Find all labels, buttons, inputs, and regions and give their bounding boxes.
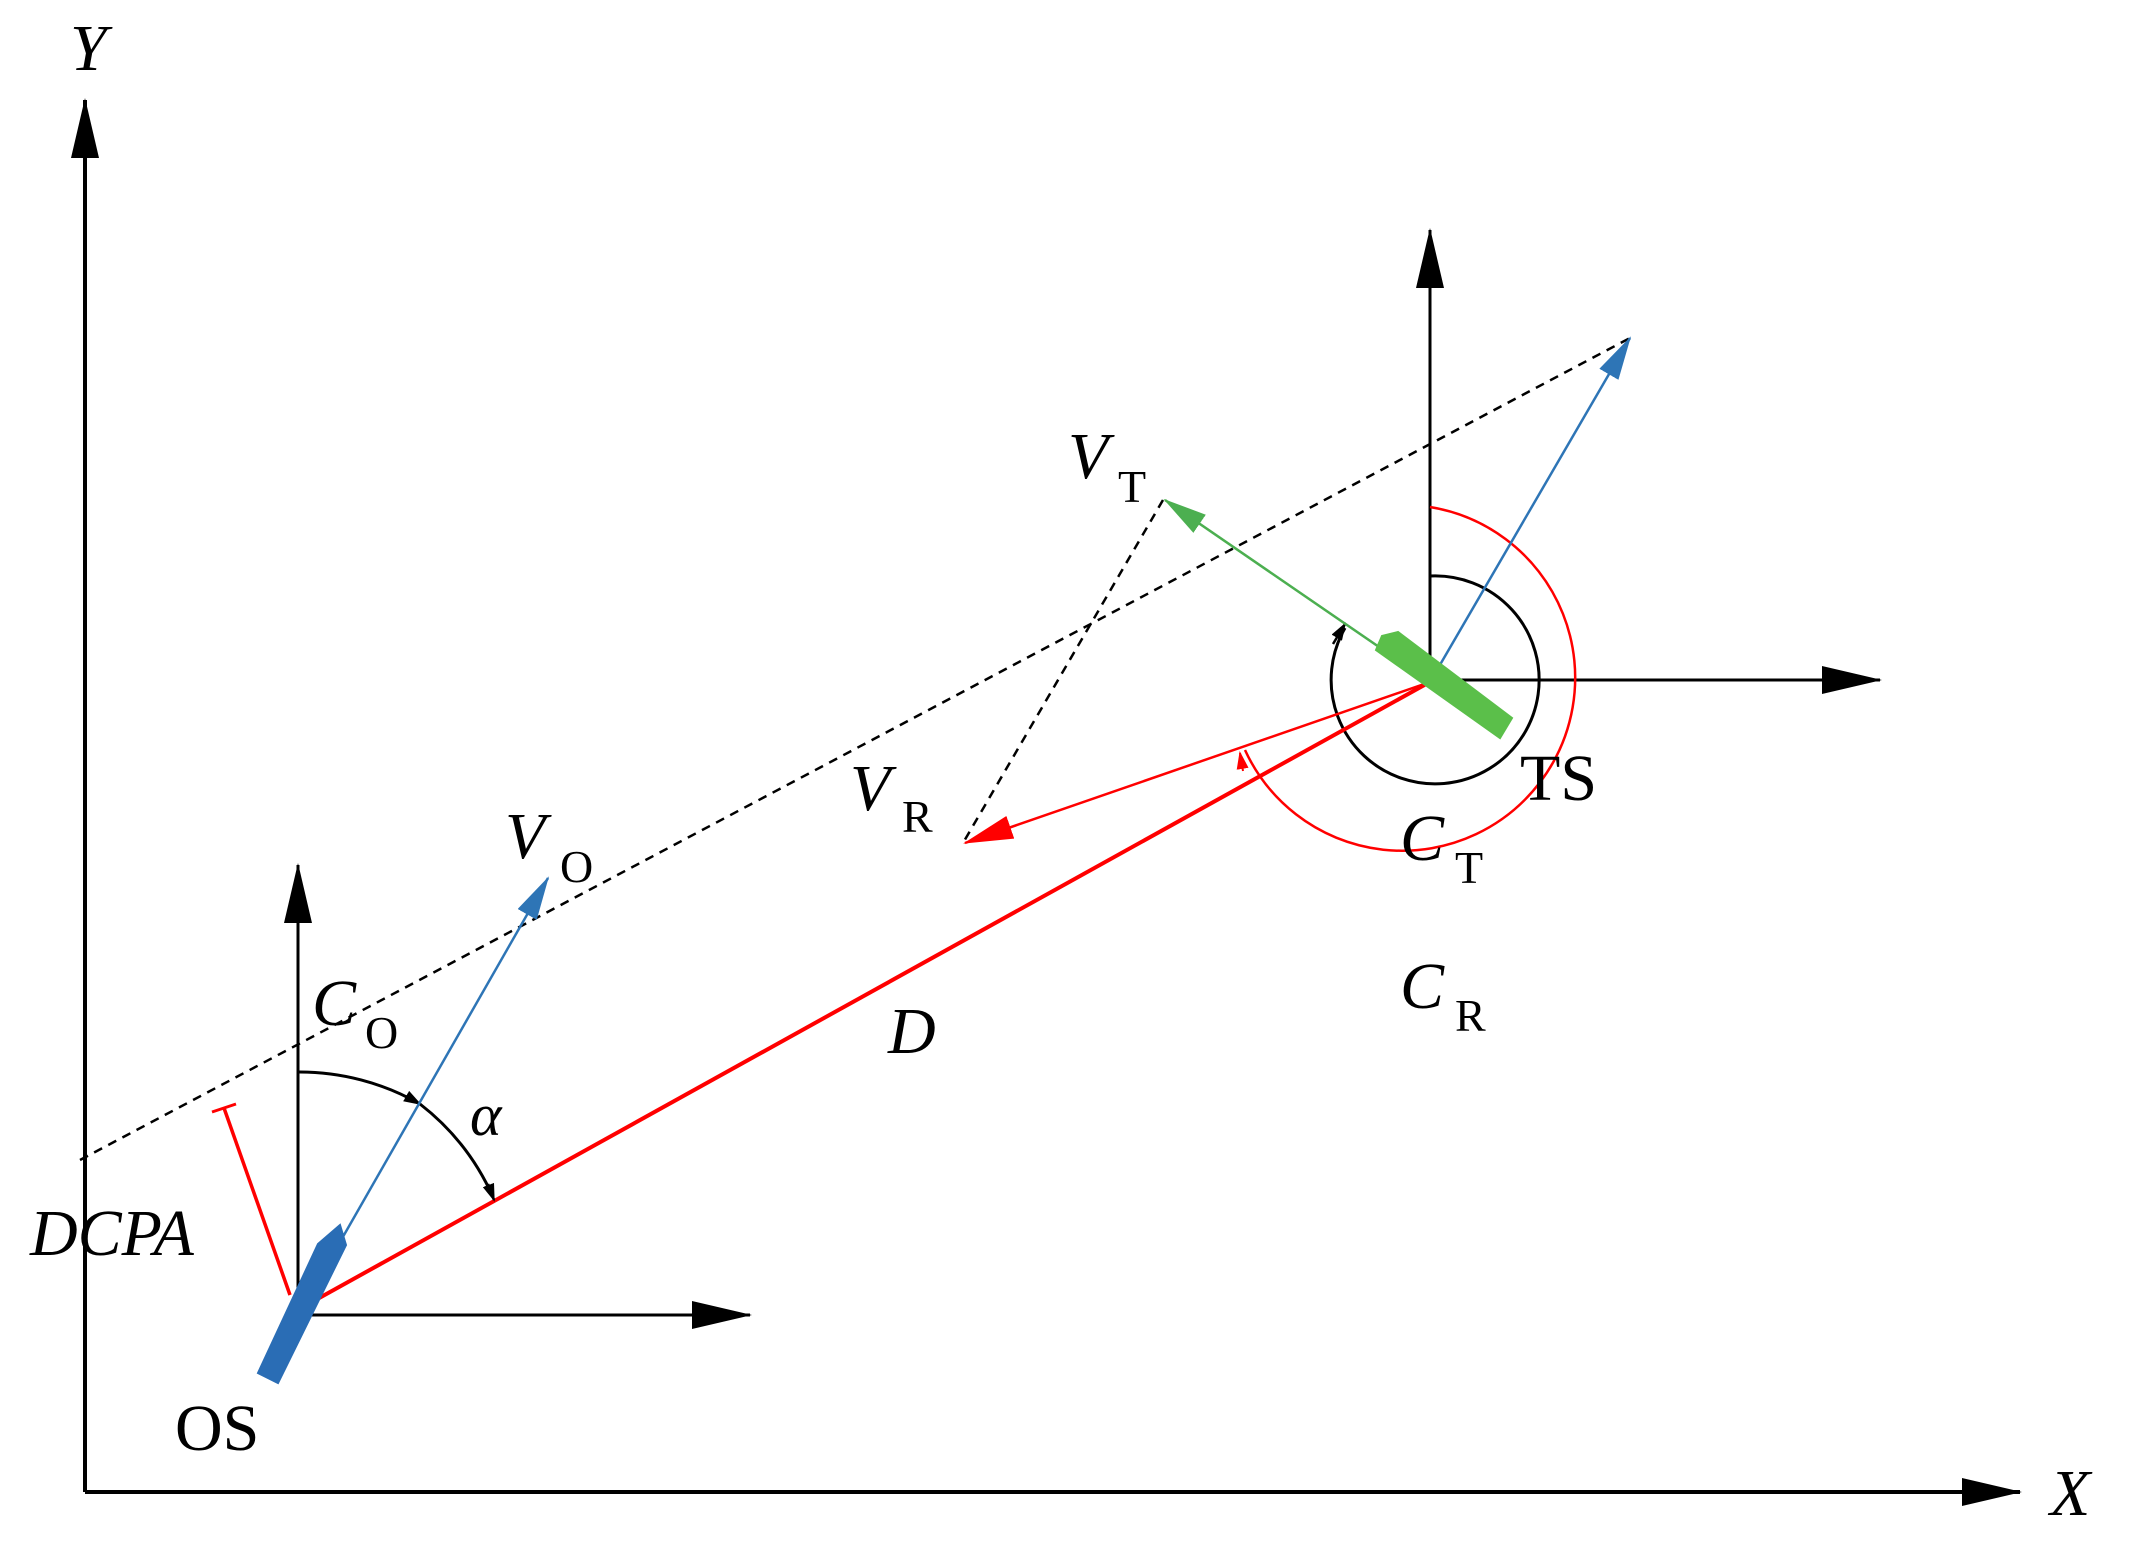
ct-label: C T [1400,802,1483,893]
vr-label-sub: R [902,791,933,842]
own-ship-label: OS [175,1392,259,1465]
own-velocity-copy-at-ts [1428,336,1632,683]
target-ship-label: TS [1520,742,1597,815]
vt-label: V T [1068,420,1146,512]
co-label-sub: O [365,1007,398,1058]
dcpa-segment [222,1107,292,1296]
main-axes [71,98,2022,1506]
co-label: C O [312,967,398,1058]
dcpa-label: DCPA [29,1197,194,1270]
alpha-label: α [470,1082,503,1148]
ct-arc-arrow [1331,622,1347,645]
ct-course-arc [1329,574,1541,786]
cr-label: C R [1400,950,1486,1041]
cr-course-arc [1243,505,1577,852]
own-ship-local-axes [284,863,752,1329]
cr-label-main: C [1400,950,1445,1023]
own-ship-icon [256,1223,348,1385]
cr-arc-arrow [1236,751,1249,772]
dashed-construction-lines [79,336,1631,1162]
ct-label-main: C [1400,802,1445,875]
y-axis-label: Y [70,12,113,85]
co-arc-arrow [403,1090,422,1106]
cr-label-sub: R [1455,990,1486,1041]
target-ship-icon [1374,630,1514,740]
vt-to-vr-dashed [961,499,1165,844]
vo-label-main: V [505,800,552,873]
x-axis-label: X [2047,1457,2093,1530]
distance-label: D [887,995,936,1068]
vr-label-main: V [850,752,897,825]
alpha-arc-arrow [482,1182,496,1202]
co-label-main: C [312,967,357,1040]
co-angle-arc [297,1070,421,1106]
relative-velocity-vector [963,680,1431,845]
vo-label: V O [505,800,593,892]
dcpa-tick [211,1102,237,1114]
ct-label-sub: T [1455,842,1483,893]
vt-label-main: V [1068,420,1115,493]
vo-label-sub: O [560,841,593,892]
distance-line-d [311,681,1429,1304]
relative-motion-line [79,336,1631,1162]
target-ship-local-axes [1416,228,1882,694]
vt-label-sub: T [1118,461,1146,512]
vr-label: V R [850,752,933,842]
